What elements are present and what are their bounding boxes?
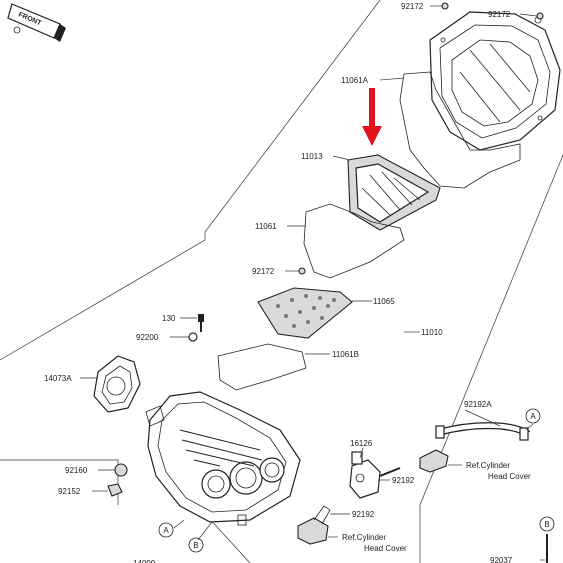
svg-text:A: A [530, 412, 536, 421]
front-marker-icon [13, 26, 21, 34]
screw-92172-top-part [441, 2, 449, 10]
label-11065: 11065 [373, 297, 395, 306]
screw-92172-mid-part [298, 267, 306, 275]
label-11010: 11010 [421, 328, 443, 337]
fitting-upper-part [419, 449, 449, 473]
label-92152: 92152 [58, 487, 81, 496]
bolt-130-part [198, 314, 204, 332]
ref-cylinder-head-cover-1-line2: Head Cover [488, 472, 531, 481]
label-92160: 92160 [65, 466, 88, 475]
label-14099: 14099 [133, 559, 156, 563]
svg-text:B: B [544, 520, 549, 529]
fitting-lower-part [297, 505, 331, 545]
highlight-arrow-icon [362, 88, 382, 146]
gasket-11061a-part [399, 71, 521, 189]
gasket-11061b-part [217, 343, 307, 391]
label-92192-b: 92192 [352, 510, 375, 519]
nut-92160-part [114, 463, 128, 477]
gasket-14073a-part [93, 355, 141, 413]
ref-cylinder-head-cover-2-line2: Head Cover [364, 544, 407, 553]
label-92192a: 92192A [464, 400, 492, 409]
svg-text:B: B [193, 541, 198, 550]
label-92192-a: 92192 [392, 476, 415, 485]
ref-cylinder-head-cover-2-line1: Ref.Cylinder [342, 533, 386, 542]
label-11061: 11061 [255, 222, 277, 231]
label-11061b: 11061B [332, 350, 359, 359]
washer-92200-part [188, 332, 198, 342]
front-indicator: FRONT [7, 3, 66, 42]
gasket-11061-part [303, 203, 405, 279]
callout-a-left: A [158, 522, 174, 538]
plate-11065-part [257, 287, 353, 339]
label-92172-right: 92172 [488, 10, 511, 19]
lower-case-part [145, 391, 301, 526]
hose-92192a-part [435, 422, 531, 441]
screw-92172-right-part [536, 12, 544, 20]
label-130: 130 [162, 314, 176, 323]
callout-b-right: B [539, 516, 555, 532]
ref-cylinder-head-cover-1-line1: Ref.Cylinder [466, 461, 510, 470]
label-11061a: 11061A [341, 76, 369, 85]
clamp-92152-part [107, 483, 123, 497]
label-92172-mid: 92172 [252, 267, 275, 276]
label-14073a: 14073A [44, 374, 72, 383]
label-16126: 16126 [350, 439, 373, 448]
label-92172-top: 92172 [401, 2, 424, 11]
label-92200: 92200 [136, 333, 159, 342]
upper-case-part [429, 11, 561, 151]
filter-element-11013-part [347, 154, 441, 231]
callout-b-left: B [188, 537, 204, 553]
label-92037: 92037 [490, 556, 513, 563]
svg-text:A: A [163, 526, 169, 535]
valve-16126-part [349, 451, 401, 499]
leader-lines [80, 5, 545, 561]
label-11013: 11013 [301, 152, 323, 161]
callout-a-right: A [525, 408, 541, 424]
